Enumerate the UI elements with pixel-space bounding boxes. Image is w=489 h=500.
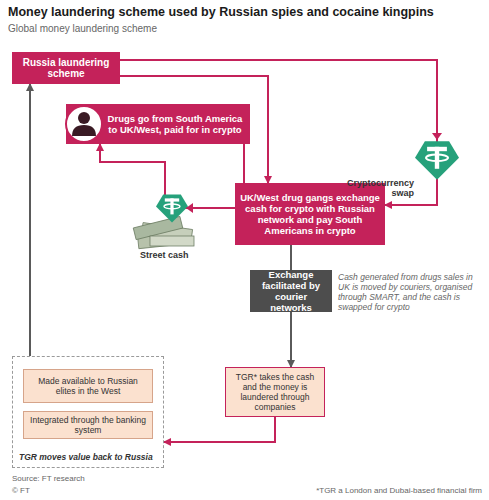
scheme-box: Russia laundering scheme [12,52,120,84]
copyright: © FT [12,486,72,495]
source-note: Source: FT research [12,474,162,483]
tether-icon [156,194,188,222]
flow-box: UK/West drug gangs exchange cash for cry… [235,183,385,245]
firm-box: TGR* takes the cash and the money is lau… [225,367,325,417]
node-text: Drugs go from South America to UK/West, … [104,113,246,135]
arrow-head [186,203,193,213]
flow-arrow [100,144,235,208]
node-text: Integrated through the banking system [28,415,148,435]
flow-arrow [29,84,31,356]
outcome-box: Made available to Russian elites in the … [23,369,153,403]
cash-pile [133,216,194,248]
tether-icon [415,141,459,180]
node-text: Made available to Russian elites in the … [28,376,148,396]
flow-arrow [290,312,292,367]
node-text: TGR* takes the cash and the money is lau… [230,372,320,412]
flow-arrow [164,417,275,442]
subtitle: Global money laundering scheme [8,23,308,34]
flow-arrow [243,144,245,183]
group-box: TGR moves value back to Russia Made avail… [12,356,164,468]
courier-box: Exchange facilitated by courier networks [250,270,332,312]
footnote: *TGR a London and Dubai-based financial … [230,486,482,495]
arrow-head [432,133,442,140]
flow-box: Drugs go from South America to UK/West, … [66,104,250,144]
node-text: TGR moves value back to Russia [19,452,159,462]
annotation: Cash generated from drugs sales in UK is… [338,272,484,312]
icon-label: Cryptocurrency swap [344,178,414,198]
node-text: Russia laundering scheme [16,57,116,79]
node-text: Exchange facilitated by courier networks [254,269,328,313]
flow-arrow [290,245,292,270]
icon-label: Street cash [140,250,210,260]
node-text: UK/West drug gangs exchange cash for cry… [239,192,381,236]
chart-title: Money laundering scheme used by Russian … [8,5,486,19]
outcome-box: Integrated through the banking system [23,411,153,439]
